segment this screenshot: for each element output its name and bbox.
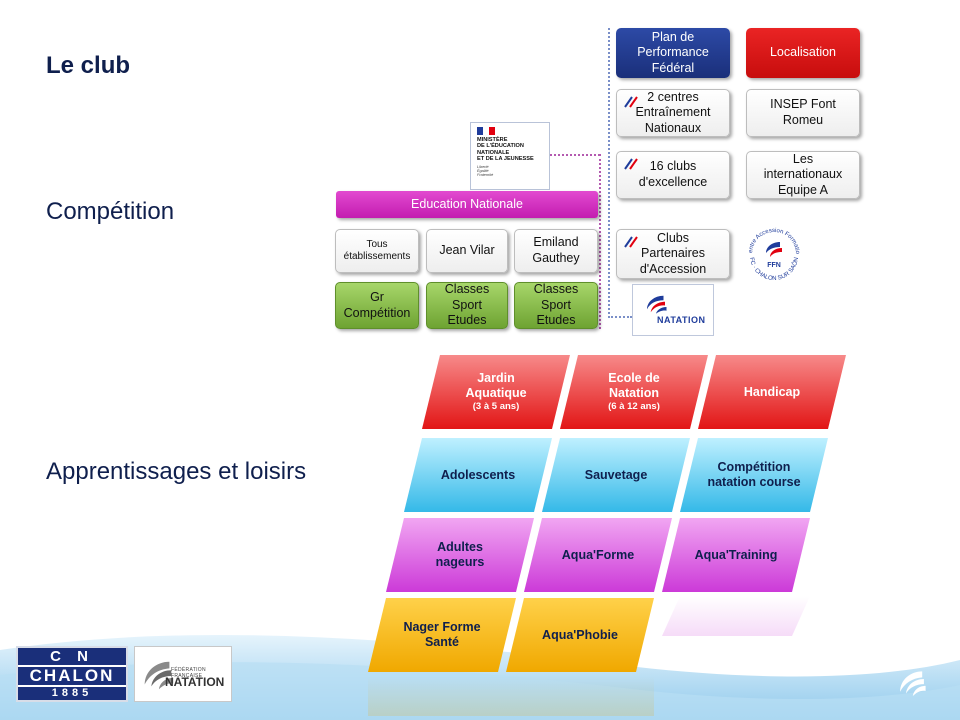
- federal-item-clubs-accession-label: Clubs Partenaires d'Accession: [639, 230, 707, 276]
- activity-aqua-phobie: Aqua'Phobie: [506, 598, 654, 672]
- ministry-line-4: ET DE LA JEUNESSE: [477, 156, 534, 163]
- school-tous-etablissements: Tous établissements: [335, 229, 419, 273]
- ministry-motto-1: Liberté: [477, 164, 489, 169]
- class-sport-etudes-1: Classes Sport Etudes: [426, 282, 508, 329]
- activity-jardin-aquatique: Jardin Aquatique (3 à 5 ans): [422, 355, 570, 429]
- ffn-natation-small: FÉDÉRATION FRANÇAISE: [171, 667, 206, 679]
- ffn-natation-logo: FÉDÉRATION FRANÇAISE NATATION: [134, 646, 232, 702]
- activity-sauvetage: Sauvetage: [542, 438, 690, 512]
- cn-chalon-logo: C N CHALON 1885: [16, 646, 128, 702]
- wave-background: [0, 634, 960, 720]
- svg-text:Centre Accession Formation: Centre Accession Formation: [742, 222, 800, 255]
- flag-stripes-icon: [624, 158, 638, 170]
- cn-chalon-line-1: C N: [50, 648, 94, 665]
- activity-ecole-natation-sub: (6 à 12 ans): [608, 401, 660, 413]
- federal-item-clubs-accession: Clubs Partenaires d'Accession: [616, 229, 730, 279]
- flag-stripes-icon: [624, 236, 638, 248]
- activity-jardin-aquatique-label: Jardin Aquatique: [465, 371, 527, 401]
- class-gr-competition: Gr Compétition: [335, 282, 419, 329]
- ffn-badge-ring: Centre Accession Formation BFC · CHALON …: [740, 218, 800, 282]
- activity-aqua-phobie-label: Aqua'Phobie: [542, 627, 618, 642]
- ministry-flag: [477, 127, 495, 135]
- ministry-line-1: MINISTÈRE: [477, 137, 508, 143]
- ffn-badge-center: FFN: [767, 262, 781, 269]
- school-emiland-gauthey: Emiland Gauthey: [514, 229, 598, 273]
- ministry-logo: MINISTÈRE DE L'ÉDUCATION NATIONALE ET DE…: [470, 122, 550, 190]
- activity-aqua-training: Aqua'Training: [662, 518, 810, 592]
- federal-header: Plan de Performance Fédéral: [616, 28, 730, 78]
- activity-competition-natation-label: Compétition natation course: [707, 460, 801, 489]
- ffn-badge: Centre Accession Formation BFC · CHALON …: [740, 218, 806, 286]
- flag-stripes-icon: [624, 96, 638, 108]
- connector-dotted-v: [599, 154, 601, 329]
- ffn-badge-ring-top: Centre Accession Formation: [740, 218, 800, 255]
- localisation-internationaux: Les internationaux Equipe A: [746, 151, 860, 199]
- activity-handicap: Handicap: [698, 355, 846, 429]
- federal-item-centres: 2 centres Entraînement Nationaux: [616, 89, 730, 137]
- activity-ecole-natation-label: Ecole de Natation: [608, 371, 660, 401]
- activity-adultes-nageurs: Adultes nageurs: [386, 518, 534, 592]
- education-nationale-bar: Education Nationale: [336, 191, 598, 218]
- connector-dotted-h: [550, 154, 600, 156]
- page-title: Le club: [46, 52, 131, 79]
- activity-nager-forme-sante: Nager Forme Santé: [368, 598, 516, 672]
- localisation-header: Localisation: [746, 28, 860, 78]
- activity-jardin-aquatique-sub: (3 à 5 ans): [472, 401, 520, 413]
- activity-aqua-forme: Aqua'Forme: [524, 518, 672, 592]
- ministry-line-2: DE L'ÉDUCATION: [477, 143, 524, 150]
- natation-logo-small-text: NATATION: [657, 315, 706, 325]
- activity-handicap-label: Handicap: [743, 384, 801, 399]
- activity-nager-forme-sante-label: Nager Forme Santé: [403, 620, 481, 649]
- ffn-swimmer-icon: [647, 295, 667, 314]
- activity-adolescents-label: Adolescents: [440, 467, 516, 482]
- localisation-insep: INSEP Font Romeu: [746, 89, 860, 137]
- activity-adultes-nageurs-label: Adultes nageurs: [435, 540, 485, 569]
- natation-logo-small: NATATION: [632, 284, 714, 336]
- ministry-motto-2: Égalité: [477, 168, 489, 173]
- section-competition: Compétition: [46, 198, 175, 225]
- activity-aqua-forme-label: Aqua'Forme: [561, 547, 635, 562]
- connector-federal-v: [608, 28, 610, 318]
- ministry-motto-3: Fraternité: [477, 173, 494, 178]
- ffn-natation-big: NATATION: [165, 675, 225, 689]
- federal-item-clubs-excellence: 16 clubs d'excellence: [616, 151, 730, 199]
- section-loisirs: Apprentissages et loisirs: [46, 458, 307, 485]
- federal-item-clubs-excellence-label: 16 clubs d'excellence: [638, 159, 708, 189]
- activity-sauvetage-label: Sauvetage: [584, 467, 648, 482]
- cn-chalon-line-2: CHALON: [18, 665, 126, 687]
- swimmer-mark-icon: [900, 671, 926, 697]
- activity-aqua-training-label: Aqua'Training: [694, 547, 778, 562]
- ffn-swimmer-icon: [144, 661, 174, 690]
- class-sport-etudes-2: Classes Sport Etudes: [514, 282, 598, 329]
- activity-adolescents: Adolescents: [404, 438, 552, 512]
- activity-ecole-natation: Ecole de Natation (6 à 12 ans): [560, 355, 708, 429]
- school-jean-vilar: Jean Vilar: [426, 229, 508, 273]
- cn-chalon-line-3: 1885: [51, 687, 93, 699]
- activity-competition-natation: Compétition natation course: [680, 438, 828, 512]
- federal-item-centres-label: 2 centres Entraînement Nationaux: [635, 89, 711, 135]
- connector-federal-h: [608, 316, 632, 318]
- ministry-line-3: NATIONALE: [477, 149, 510, 156]
